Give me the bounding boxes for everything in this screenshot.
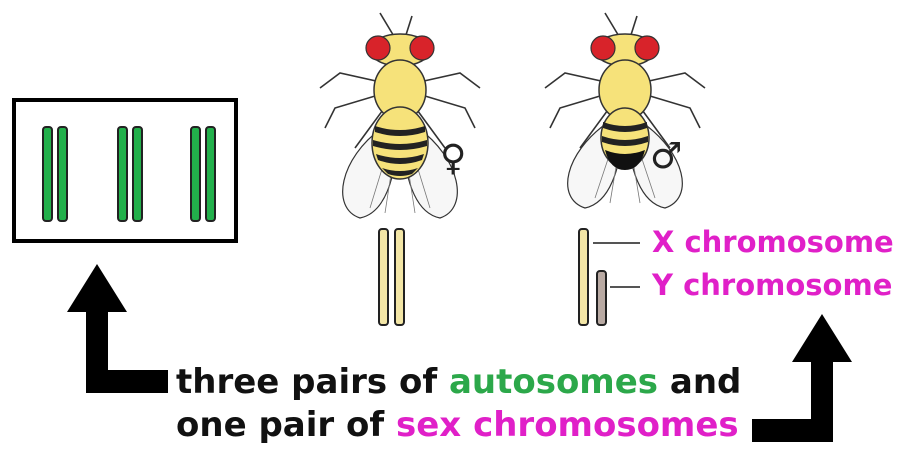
caption-line-1: three pairs of autosomes and bbox=[176, 362, 741, 402]
caption-line-1-suffix: and bbox=[658, 362, 741, 402]
caption-line-2: one pair of sex chromosomes bbox=[176, 405, 739, 445]
sex-chromosomes-highlight: sex chromosomes bbox=[396, 405, 739, 445]
caption-line-2-prefix: one pair of bbox=[176, 405, 396, 445]
caption-line-1-prefix: three pairs of bbox=[176, 362, 449, 402]
autosomes-highlight: autosomes bbox=[449, 362, 658, 402]
